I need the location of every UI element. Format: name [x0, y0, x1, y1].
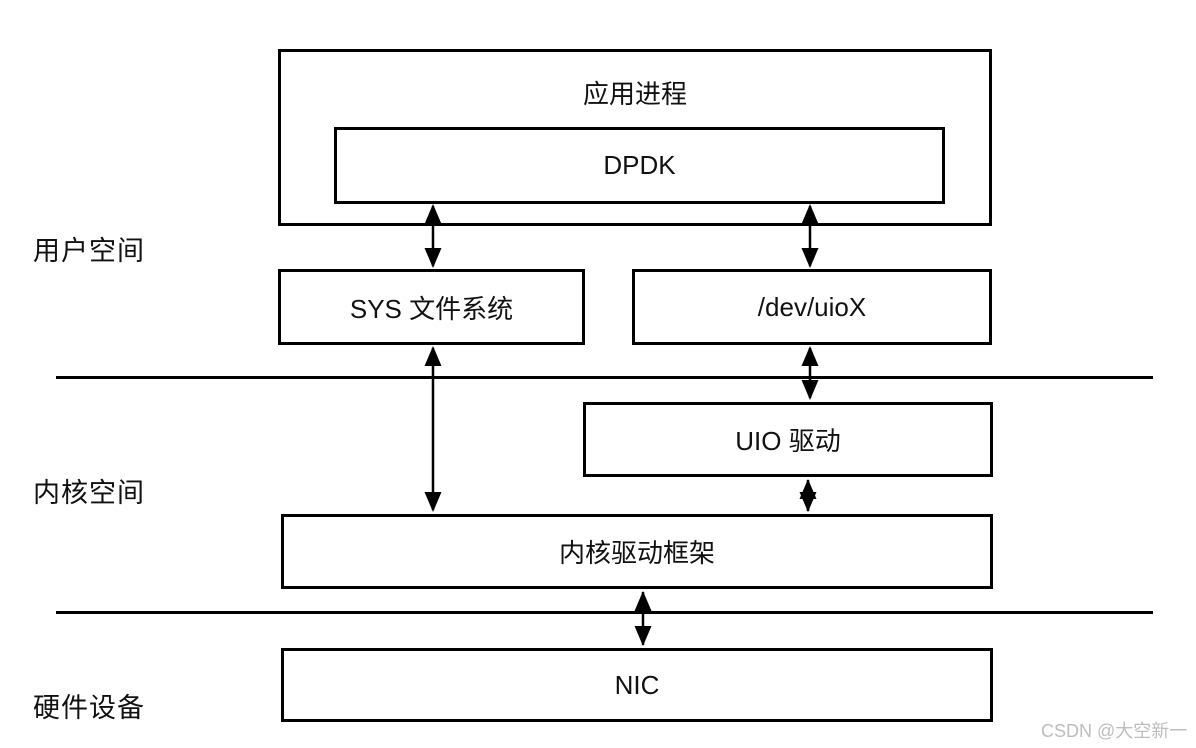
node-uio-driver-label: UIO 驱动 — [735, 426, 841, 456]
node-uio-driver: UIO 驱动 — [583, 402, 993, 477]
divider-kernel-hardware — [56, 611, 1153, 614]
node-dpdk-label: DPDK — [603, 150, 676, 180]
node-nic-label: NIC — [614, 669, 660, 700]
layer-label-kernel-space: 内核空间 — [33, 478, 145, 508]
node-application-process-label: 应用进程 — [582, 79, 687, 109]
node-kernel-driver-framework: 内核驱动框架 — [281, 514, 993, 589]
arrow-kframe-nic-icon — [634, 591, 652, 646]
layer-label-hardware: 硬件设备 — [33, 693, 145, 723]
node-dev-uiox-label: /dev/uioX — [757, 291, 867, 322]
layer-label-user-space: 用户空间 — [33, 236, 145, 266]
node-sys-filesystem-label: SYS 文件系统 — [349, 293, 514, 324]
node-kernel-driver-framework-label: 内核驱动框架 — [558, 538, 715, 568]
arrow-uiox-uio-icon — [801, 346, 819, 400]
arrow-uio-kframe-icon — [799, 479, 817, 512]
node-nic: NIC — [281, 648, 993, 722]
arrow-sys-kframe-icon — [424, 346, 442, 512]
divider-user-kernel-space — [56, 376, 1153, 379]
node-dpdk: DPDK — [334, 127, 945, 204]
node-dev-uiox: /dev/uioX — [632, 269, 992, 345]
csdn-watermark: CSDN @大空新一 — [1041, 721, 1188, 741]
node-sys-filesystem: SYS 文件系统 — [278, 269, 585, 345]
